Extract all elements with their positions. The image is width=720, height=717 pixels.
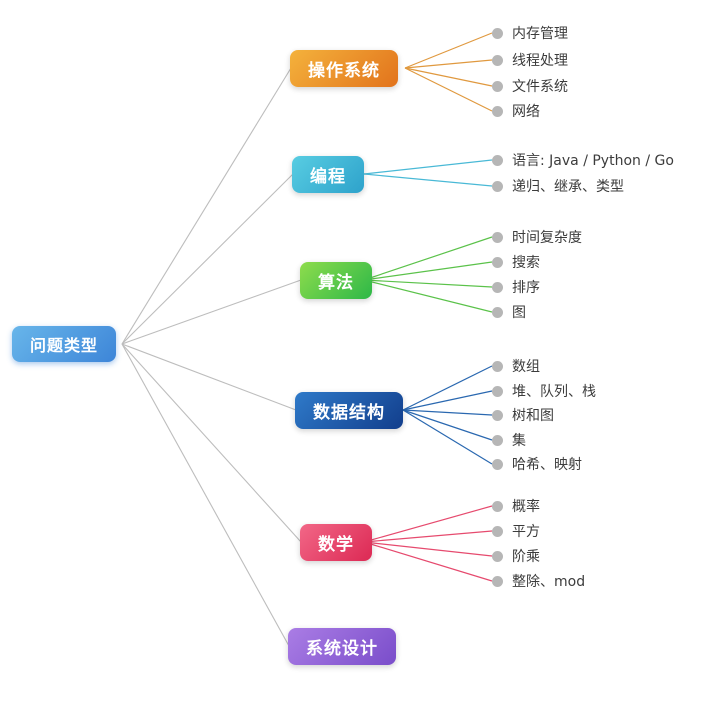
leaf-label: 数组 [512, 359, 540, 375]
leaf-label: 文件系统 [512, 79, 568, 95]
leaf-bullet-icon [492, 409, 503, 421]
leaf-bullet-icon [492, 281, 503, 293]
programming-leaf-connectors [363, 159, 493, 187]
algorithms-leaf-connectors [363, 236, 493, 313]
root-branch-connectors [121, 67, 302, 647]
branch-node-programming[interactable]: 编程 [292, 156, 364, 193]
leaf-item[interactable]: 集 [492, 432, 526, 449]
leaf-item[interactable]: 树和图 [492, 407, 554, 424]
leaf-bullet-icon [492, 525, 503, 537]
branch-node-data-structures[interactable]: 数据结构 [295, 392, 403, 429]
leaf-bullet-icon [492, 180, 503, 192]
leaf-bullet-icon [492, 231, 503, 243]
leaf-label: 平方 [512, 524, 540, 540]
leaf-label: 整除、mod [512, 574, 586, 590]
branch-node-algorithms[interactable]: 算法 [300, 262, 372, 299]
root-node[interactable]: 问题类型 [12, 326, 117, 362]
leaf-item[interactable]: 哈希、映射 [492, 456, 582, 473]
leaf-bullet-icon [492, 54, 503, 66]
leaf-item[interactable]: 语言: Java / Python / Go [492, 152, 674, 169]
data-structures-leaf-connectors [402, 365, 493, 465]
leaf-label: 网络 [512, 104, 540, 120]
leaf-label: 阶乘 [512, 549, 540, 565]
leaf-label: 概率 [512, 499, 540, 515]
leaf-item[interactable]: 搜索 [492, 254, 540, 271]
leaf-bullet-icon [492, 458, 503, 470]
leaf-label: 内存管理 [512, 26, 568, 42]
leaf-bullet-icon [492, 434, 503, 446]
leaf-item[interactable]: 内存管理 [492, 25, 568, 42]
leaf-item[interactable]: 网络 [492, 103, 540, 120]
leaf-bullet-icon [492, 360, 503, 372]
leaf-item[interactable]: 递归、继承、类型 [492, 178, 624, 195]
leaf-label: 时间复杂度 [512, 230, 582, 246]
leaf-item[interactable]: 堆、队列、栈 [492, 383, 596, 400]
leaf-bullet-icon [492, 385, 503, 397]
branch-node-operating-systems[interactable]: 操作系统 [290, 50, 398, 87]
math-leaf-connectors [363, 505, 493, 582]
leaf-label: 线程处理 [512, 53, 568, 69]
leaf-bullet-icon [492, 80, 503, 92]
leaf-bullet-icon [492, 575, 503, 587]
leaf-item[interactable]: 排序 [492, 279, 540, 296]
leaf-label: 搜索 [512, 255, 540, 271]
branch-node-system-design[interactable]: 系统设计 [288, 628, 396, 665]
leaf-item[interactable]: 阶乘 [492, 548, 540, 565]
leaf-bullet-icon [492, 105, 503, 117]
leaf-bullet-icon [492, 27, 503, 39]
leaf-item[interactable]: 平方 [492, 523, 540, 540]
leaf-label: 排序 [512, 280, 540, 296]
leaf-item[interactable]: 线程处理 [492, 52, 568, 69]
leaf-bullet-icon [492, 550, 503, 562]
leaf-label: 哈希、映射 [512, 457, 582, 473]
leaf-item[interactable]: 整除、mod [492, 573, 586, 590]
leaf-item[interactable]: 图 [492, 304, 526, 321]
leaf-bullet-icon [492, 154, 503, 166]
leaf-item[interactable]: 概率 [492, 498, 540, 515]
leaf-label: 图 [512, 305, 526, 321]
leaf-label: 集 [512, 433, 526, 449]
leaf-bullet-icon [492, 306, 503, 318]
leaf-label: 语言: Java / Python / Go [512, 153, 674, 169]
leaf-item[interactable]: 数组 [492, 358, 540, 375]
os-leaf-connectors [404, 32, 493, 112]
leaf-bullet-icon [492, 256, 503, 268]
leaf-bullet-icon [492, 500, 503, 512]
leaf-label: 树和图 [512, 408, 554, 424]
leaf-label: 堆、队列、栈 [512, 384, 596, 400]
leaf-item[interactable]: 文件系统 [492, 78, 568, 95]
leaf-label: 递归、继承、类型 [512, 179, 624, 195]
branch-node-math[interactable]: 数学 [300, 524, 372, 561]
leaf-item[interactable]: 时间复杂度 [492, 229, 582, 246]
